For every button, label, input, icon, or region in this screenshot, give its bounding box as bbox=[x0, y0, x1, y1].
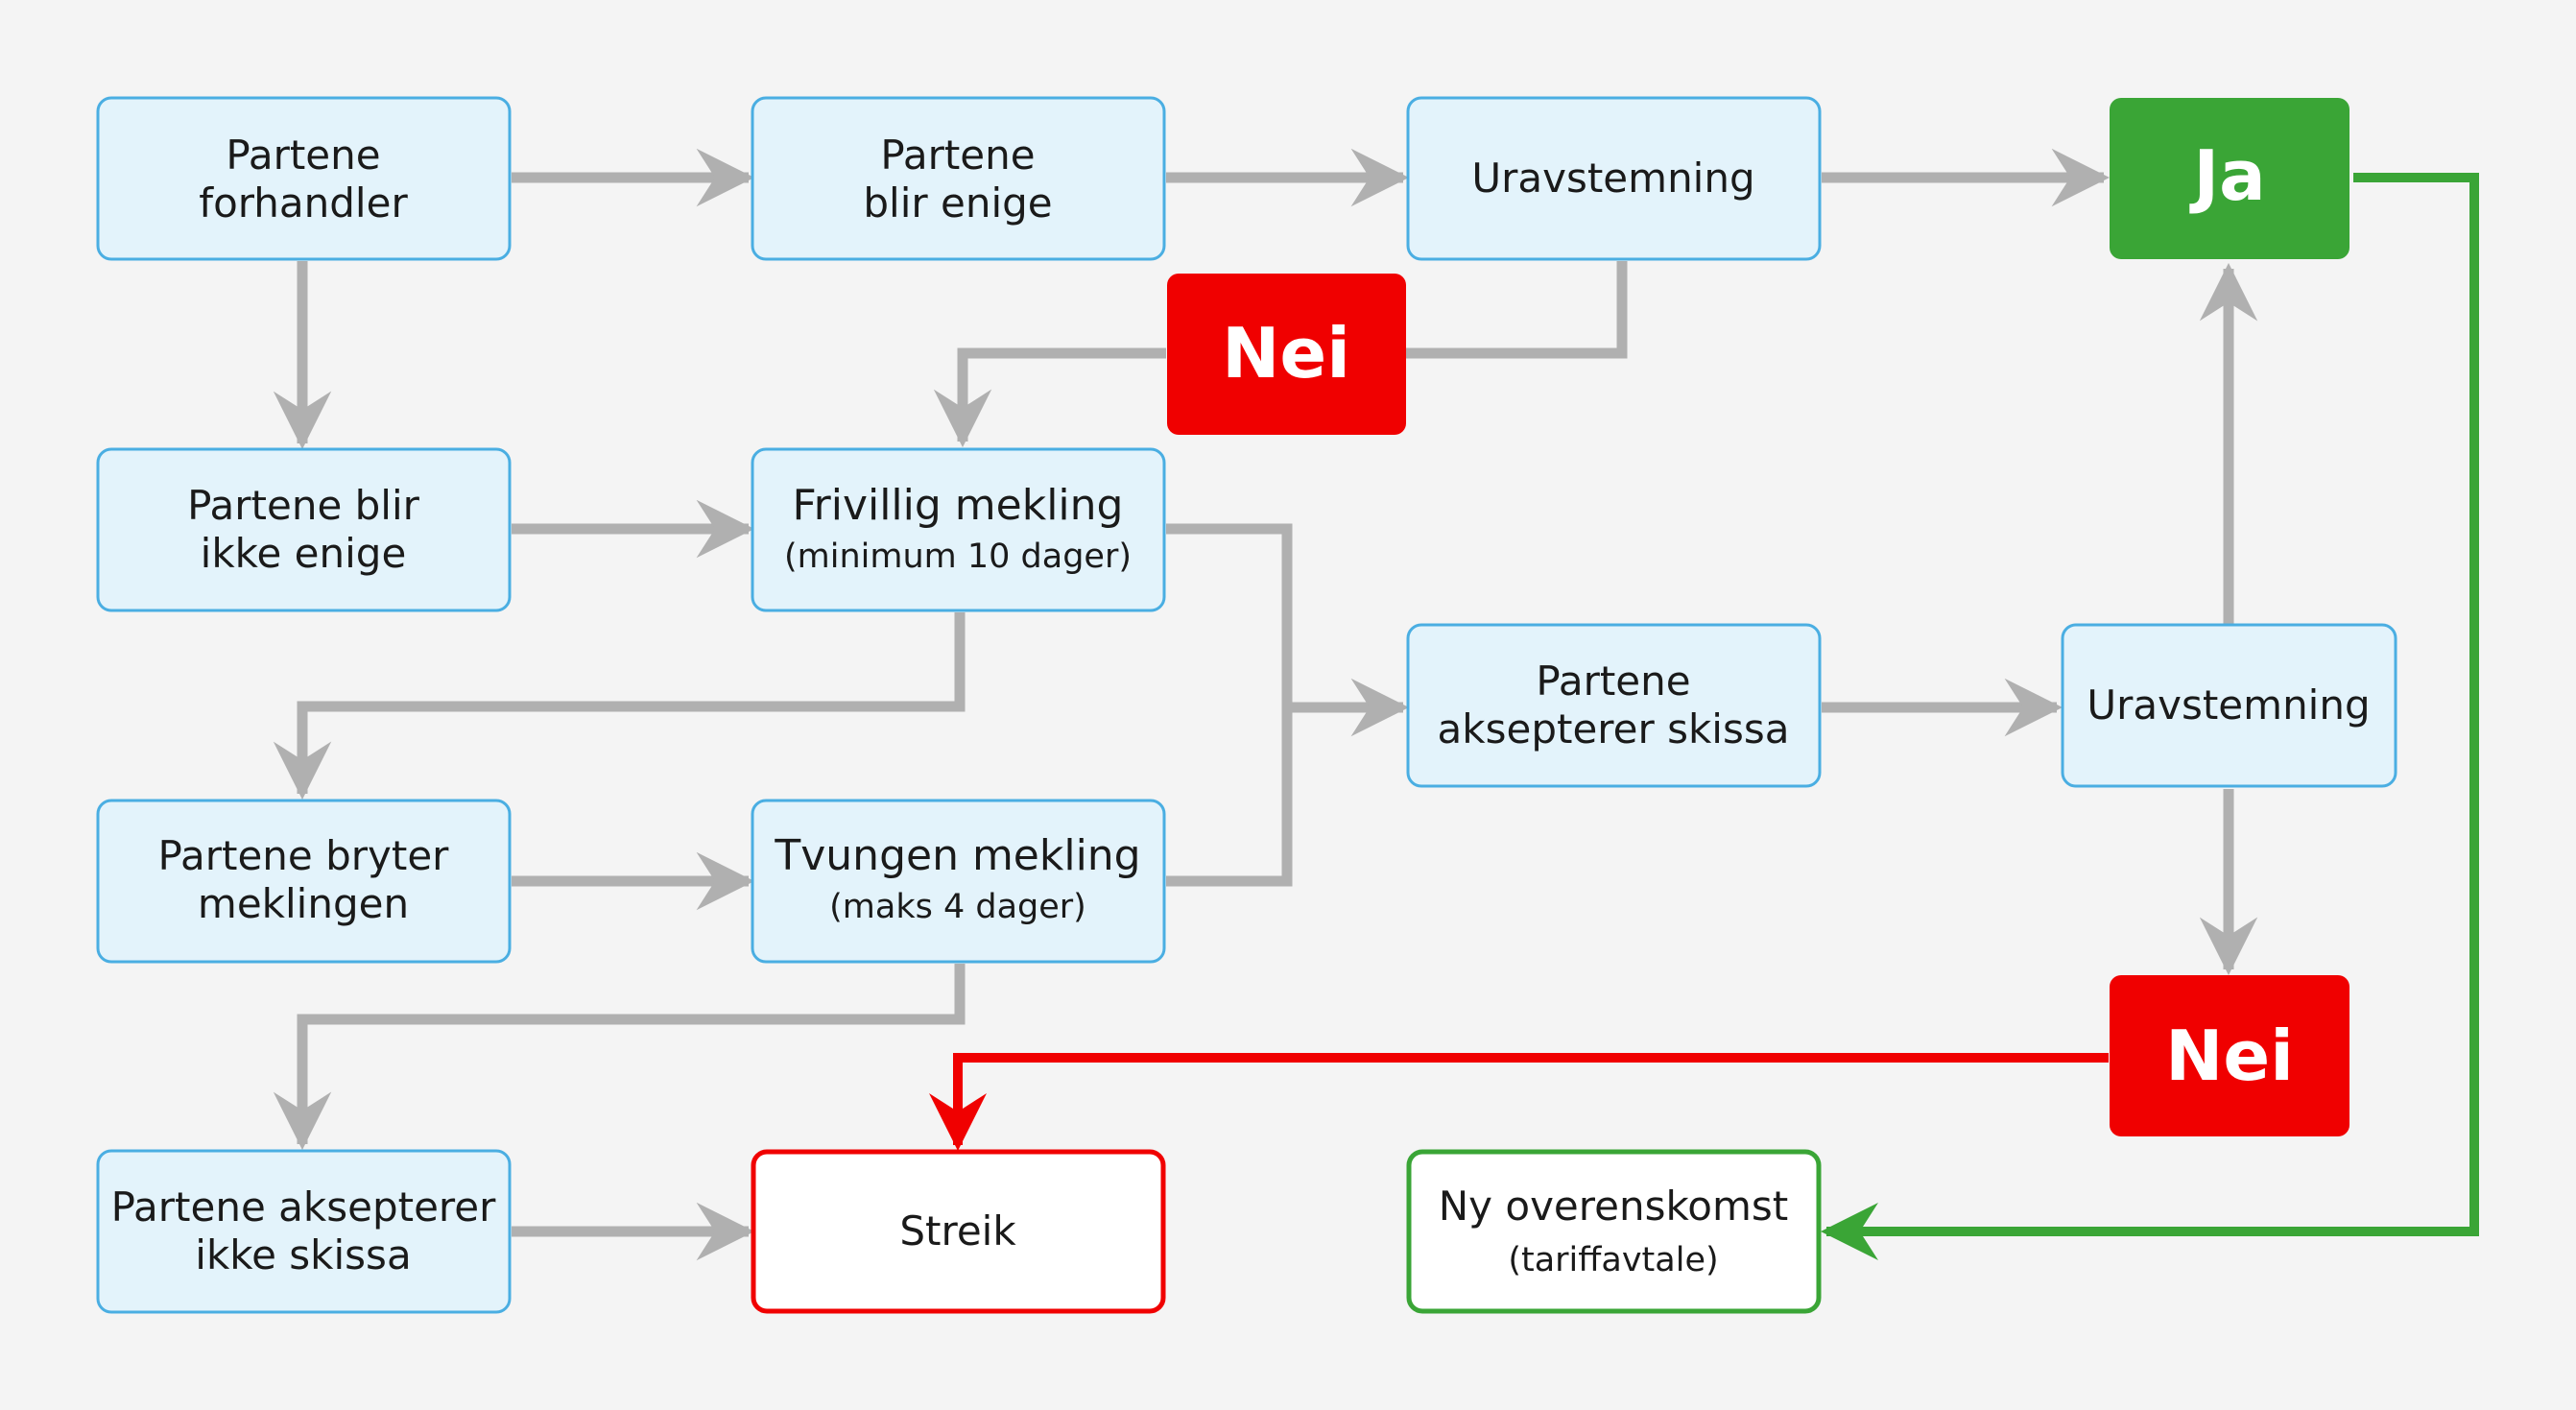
node-subtitle: (tariffavtale) bbox=[1508, 1241, 1718, 1279]
node-subtitle: (maks 4 dager) bbox=[829, 888, 1086, 926]
node-label: forhandler bbox=[199, 179, 408, 227]
node-label: blir enige bbox=[863, 179, 1052, 227]
badge-nei-top: Nei bbox=[1167, 274, 1406, 435]
node-partene-bryter-meklingen: Partene bryter meklingen bbox=[96, 799, 512, 964]
node-label: Partene blir bbox=[187, 482, 420, 529]
node-label: ikke skissa bbox=[195, 1231, 411, 1279]
node-label: Uravstemning bbox=[2087, 681, 2370, 729]
node-label: ikke enige bbox=[201, 530, 407, 577]
badge-label: Nei bbox=[1222, 313, 1350, 394]
arrow-nei-to-frivillig bbox=[933, 347, 1166, 448]
node-ny-overenskomst: Ny overenskomst (tariffavtale) bbox=[1406, 1149, 1822, 1314]
node-frivillig-mekling: Frivillig mekling (minimum 10 dager) bbox=[751, 447, 1166, 612]
node-label: Streik bbox=[899, 1207, 1016, 1255]
arrow-frivillig-to-bryter bbox=[273, 612, 966, 801]
node-uravstemning-right: Uravstemning bbox=[2061, 623, 2397, 788]
node-label: Partene bbox=[1536, 657, 1690, 705]
arrow-ja-to-ny-overenskomst bbox=[1821, 173, 2479, 1260]
arrow-tvungen-to-ikke-skissa bbox=[273, 964, 966, 1151]
node-label: Partene bbox=[226, 131, 380, 179]
badge-ja: Ja bbox=[2110, 98, 2349, 259]
node-label: meklingen bbox=[198, 880, 409, 927]
node-title: Frivillig mekling bbox=[793, 481, 1124, 530]
badge-label: Nei bbox=[2165, 1016, 2294, 1096]
node-streik: Streik bbox=[751, 1149, 1166, 1314]
arrow-uravstemning-to-nei bbox=[1406, 261, 1628, 359]
node-partene-aksepterer-ikke-skissa: Partene aksepterer ikke skissa bbox=[96, 1149, 512, 1314]
node-partene-blir-enige: Partene blir enige bbox=[751, 96, 1166, 261]
badge-label: Ja bbox=[2188, 135, 2265, 216]
node-label: Partene bryter bbox=[158, 832, 450, 879]
node-tvungen-mekling: Tvungen mekling (maks 4 dager) bbox=[751, 799, 1166, 964]
node-label: Partene bbox=[880, 131, 1035, 179]
arrow-nei-to-streik bbox=[929, 1053, 2109, 1151]
node-title: Ny overenskomst bbox=[1439, 1183, 1789, 1230]
arrow-frivillig-to-aksepterer bbox=[1166, 523, 1293, 887]
badge-nei-bottom: Nei bbox=[2110, 975, 2349, 1136]
node-partene-blir-ikke-enige: Partene blir ikke enige bbox=[96, 447, 512, 612]
node-label: aksepterer skissa bbox=[1438, 705, 1790, 753]
node-label: Partene aksepterer bbox=[111, 1183, 496, 1231]
node-partene-aksepterer-skissa: Partene aksepterer skissa bbox=[1406, 623, 1822, 788]
node-subtitle: (minimum 10 dager) bbox=[784, 538, 1132, 576]
node-title: Tvungen mekling bbox=[774, 831, 1140, 880]
node-partene-forhandler: Partene forhandler bbox=[96, 96, 512, 261]
node-label: Uravstemning bbox=[1471, 155, 1754, 202]
node-uravstemning-top: Uravstemning bbox=[1406, 96, 1822, 261]
